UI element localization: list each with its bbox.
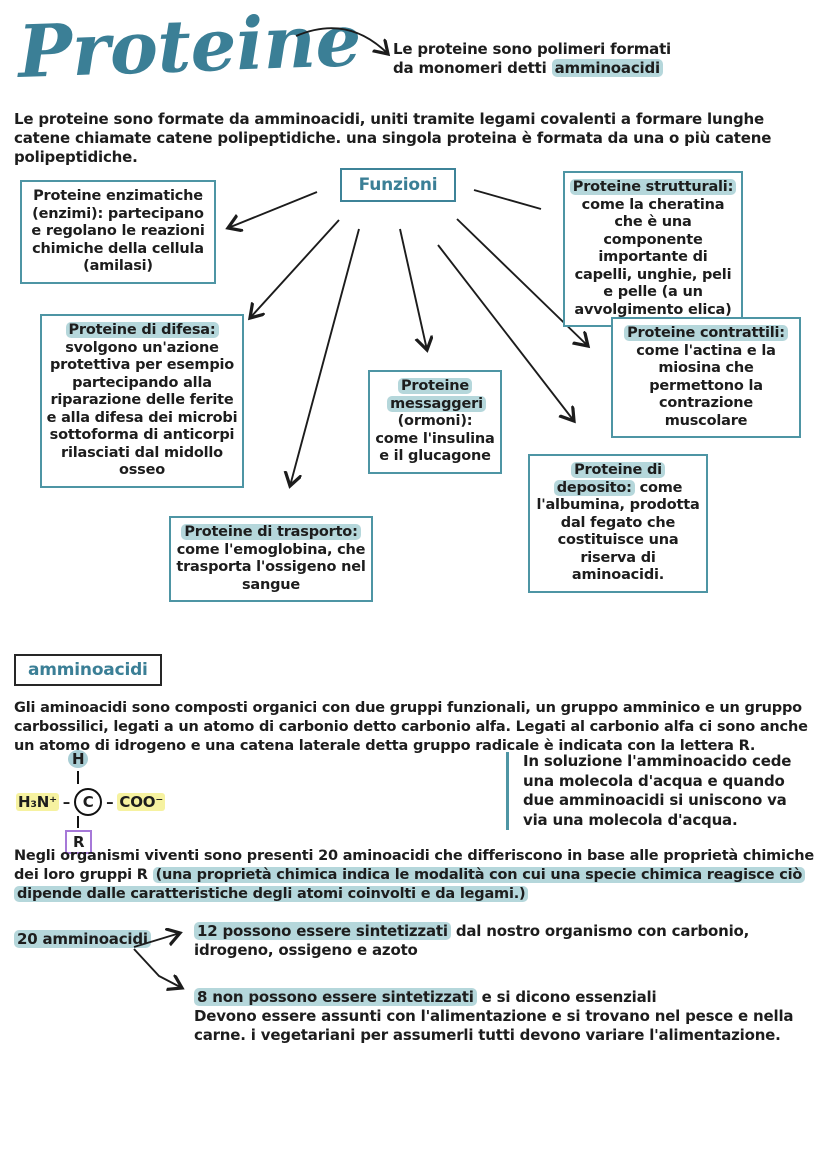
alpha-hydrogen-label: H [68,750,89,768]
amminoacidi-section-header: amminoacidi [14,654,162,686]
funzione-box-strutturali: Proteine strutturali: come la cheratina … [563,171,743,327]
funzione-box-trasporto: Proteine di trasporto: come l'emoglobina… [169,516,373,602]
bond-vertical-bottom [77,816,79,828]
funzione-box-difesa: Proteine di difesa: svolgono un'azione p… [40,314,244,488]
proprieta-text: Negli organismi viventi sono presenti 20… [14,848,814,883]
box-body: come l'emoglobina, che trasporta l'ossig… [176,541,366,593]
amine-group-label: H₃N⁺ [16,793,59,811]
branch-8-rest: e si dicono essenziali [476,988,657,1006]
arrow-to-messaggeri [399,228,427,350]
funzione-box-messaggeri: Proteine messaggeri (ormoni): come l'ins… [368,370,502,474]
title-definition: Le proteine sono polimeri formati da mon… [393,40,673,78]
branch-8-line1: 8 non possono essere sintetizzati e si d… [194,988,794,1007]
bond-left: – [62,793,71,811]
box-title: Proteine di difesa: [65,322,219,338]
venti-label-wrap: 20 amminoacidi [14,930,151,949]
box-title: Proteine strutturali: [569,179,737,195]
arrow-to-difesa [250,219,340,318]
fork-arrow-8 [133,948,182,988]
branch-12-rest: dal nostro organismo con carbonio, idrog… [194,922,750,959]
arrow-to-enzimatiche [228,191,318,228]
highlight-amminoacidi: amminoacidi [551,59,663,77]
amino-acid-structure: H H₃N⁺ – C – COO⁻ R [16,750,176,854]
page-title: Proteine [16,0,363,94]
box-body: come la cheratina che è una componente i… [574,196,732,318]
funzione-box-deposito: Proteine di deposito: come l'albumina, p… [528,454,708,593]
box-title: Proteine contrattili: [624,325,788,341]
solution-note: In soluzione l'amminoacido cede una mole… [506,752,808,830]
alpha-carbon-label: C [74,788,103,816]
structure-backbone-row: H₃N⁺ – C – COO⁻ [16,788,166,816]
proprieta-paragraph: Negli organismi viventi sono presenti 20… [14,847,814,904]
branch-8-line2: Devono essere assunti con l'alimentazion… [194,1007,794,1044]
radical-group-label: R [65,830,93,854]
funzione-box-contrattili: Proteine contrattili: come l'actina e la… [611,317,801,438]
funzioni-box: Funzioni [340,168,456,202]
box-title: Proteine di trasporto: [181,524,361,540]
branch-8-essenziali: 8 non possono essere sintetizzati e si d… [194,988,794,1045]
venti-amminoacidi-label: 20 amminoacidi [14,930,151,948]
box-body: svolgono un'azione protettiva per esempi… [46,339,238,479]
intro-paragraph: Le proteine sono formate da amminoacidi,… [14,110,772,166]
carboxyl-group-label: COO⁻ [117,793,166,811]
definition-line1: Le proteine sono polimeri formati [393,40,671,58]
branch-12-sintetizzati: 12 possono essere sintetizzati dal nostr… [194,922,774,960]
box-body: come l'albumina, prodotta dal fegato che… [536,479,700,584]
box-body: come l'actina e la miosina che permetton… [636,342,776,429]
bond-vertical-top [77,771,79,784]
box-title: Proteine messaggeri [387,378,486,412]
bond-right: – [106,793,114,811]
branch-12-highlight: 12 possono essere sintetizzati [194,922,451,940]
box-title: Proteine enzimatiche [33,188,203,204]
line-to-strutturali [473,189,542,210]
funzione-box-enzimatiche: Proteine enzimatiche (enzimi): partecipa… [20,180,216,284]
amminoacidi-paragraph: Gli aminoacidi sono composti organici co… [14,700,808,754]
arrow-to-trasporto [290,228,360,486]
branch-8-highlight: 8 non possono essere sintetizzati [194,988,477,1006]
box-body: (enzimi): partecipano e regolano le reaz… [31,205,205,275]
definition-line2: da monomeri detti [393,59,552,77]
box-body: (ormoni): come l'insulina e il glucagone [375,413,495,464]
